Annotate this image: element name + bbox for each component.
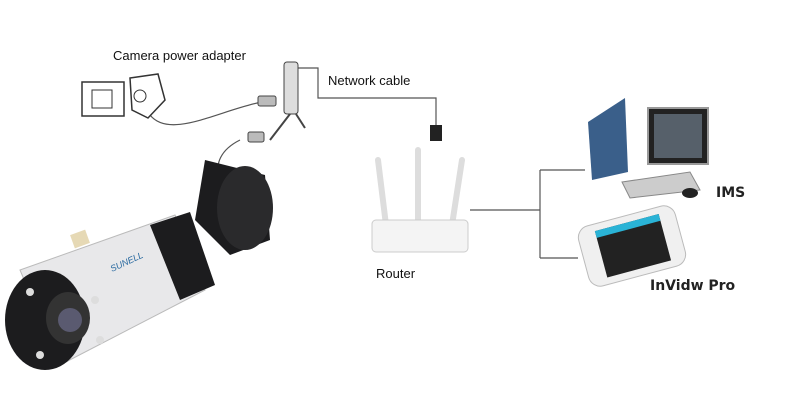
router-icon [371,147,469,253]
smartphone-icon [577,205,687,287]
mobile-app-label: InVidw Pro [650,278,736,294]
cable-connector-icon [247,61,442,143]
network-cable-label: Network cable [328,73,411,88]
power-adapter-label: Camera power adapter [113,48,246,63]
desktop-pc-icon [588,98,709,199]
ims-label: IMS [716,185,746,201]
connection-lines [149,67,585,259]
bullet-camera-icon [5,160,273,370]
router-label: Router [376,266,416,281]
power-adapter-icon [81,73,166,119]
